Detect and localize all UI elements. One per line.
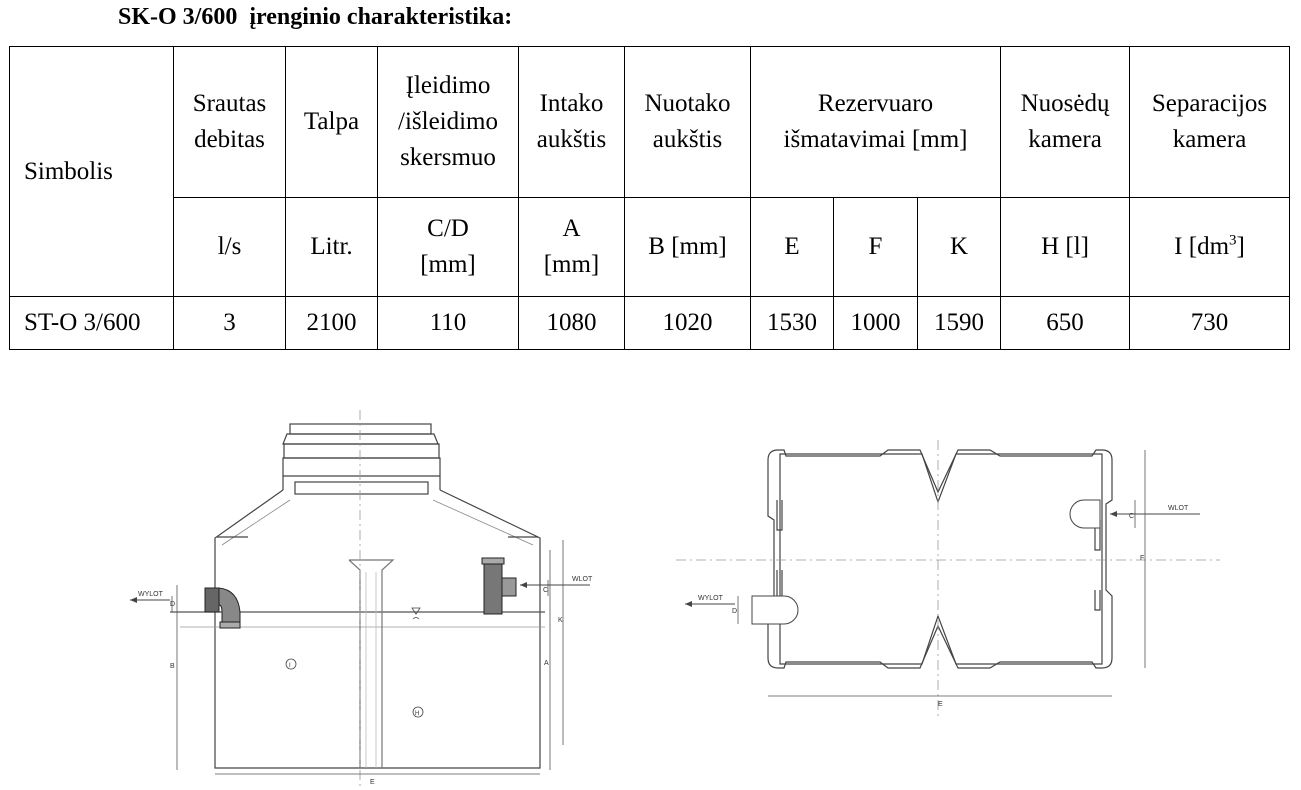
- side-inlet-arrow: [520, 582, 590, 588]
- cell-diameter: 110: [377, 296, 519, 350]
- top-view-drawing: WYLOT WLOT D C F E: [676, 440, 1220, 720]
- unit-e: E: [750, 197, 834, 297]
- side-outlet-label: WYLOT: [138, 591, 164, 598]
- unit-separation: I [dm3]: [1129, 197, 1291, 297]
- unit-diameter: C/D[mm]: [377, 197, 519, 297]
- top-dim-d: D: [732, 608, 737, 615]
- top-outlet-pipe: [751, 595, 799, 625]
- unit-sludge: H [l]: [1000, 197, 1131, 297]
- top-outlet-label: WYLOT: [698, 595, 724, 602]
- side-outlet-arrow: [130, 597, 170, 603]
- cell-f: 1000: [833, 296, 918, 350]
- side-view-drawing: WYLOT WLOT D C B A K E I H: [130, 410, 593, 790]
- unit-inlet-height: A[mm]: [518, 197, 625, 297]
- side-dim-b: B: [170, 663, 175, 670]
- marker-h: H: [415, 711, 419, 717]
- cell-capacity: 2100: [285, 296, 378, 350]
- data-row: ST-O 3/600 3 2100 110 1080 1020 1530 100…: [9, 296, 1291, 350]
- cell-outlet-height: 1020: [624, 296, 751, 350]
- side-dim-a: A: [544, 660, 549, 667]
- outlet-elbow: [204, 587, 241, 629]
- page-title: SK-O 3/600 įrenginio charakteristika:: [118, 4, 513, 30]
- header-capacity: Talpa: [285, 46, 378, 198]
- cell-k: 1590: [916, 296, 1002, 350]
- cell-flow: 3: [173, 296, 286, 350]
- cell-symbol: ST-O 3/600: [9, 296, 174, 350]
- top-dim-e: E: [938, 701, 943, 708]
- top-inlet-arrow: [1110, 511, 1200, 517]
- top-inlet-pipe: [1069, 499, 1101, 529]
- side-dim-c: C: [543, 587, 548, 594]
- unit-k: K: [916, 197, 1002, 297]
- side-dim-d: D: [170, 601, 175, 608]
- inlet-tee: [481, 557, 517, 615]
- unit-flow: l/s: [173, 197, 286, 297]
- top-outlet-arrow: [685, 601, 735, 607]
- marker-i: I: [289, 663, 291, 669]
- cell-e: 1530: [750, 296, 834, 350]
- header-symbol: Simbolis: [9, 46, 174, 297]
- top-inlet-label: WLOT: [1168, 505, 1189, 512]
- unit-capacity: Litr.: [285, 197, 378, 297]
- side-dim-e: E: [370, 779, 375, 786]
- top-dim-c: C: [1129, 513, 1134, 520]
- side-dim-k: K: [558, 617, 563, 624]
- top-dim-f: F: [1140, 555, 1144, 562]
- cell-inlet-height: 1080: [518, 296, 625, 350]
- cell-sludge: 650: [1000, 296, 1131, 350]
- side-inlet-label: WLOT: [572, 576, 593, 583]
- units-row: l/s Litr. C/D[mm] A[mm] B [mm] E F K H […: [10, 197, 1291, 297]
- cell-separation: 730: [1129, 296, 1291, 350]
- unit-f: F: [833, 197, 918, 297]
- unit-outlet-height: B [mm]: [624, 197, 751, 297]
